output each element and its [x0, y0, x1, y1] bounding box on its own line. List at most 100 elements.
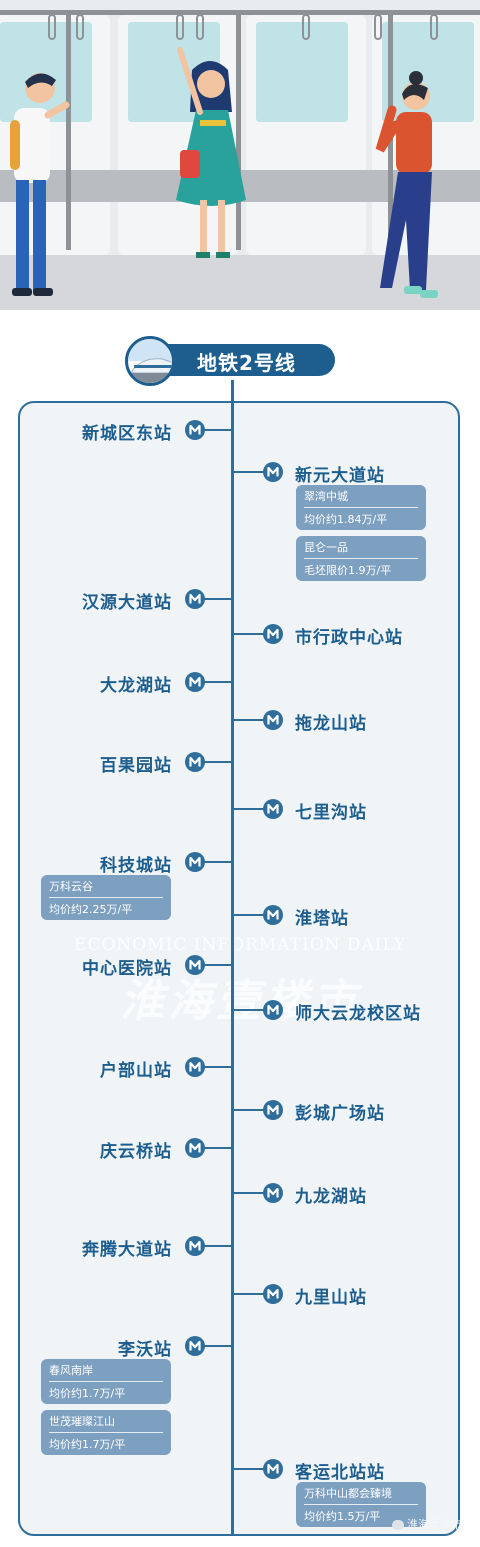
grab-pole — [66, 10, 71, 250]
station-connector — [232, 471, 272, 473]
metro-m-icon — [263, 1459, 283, 1479]
property-card: 翠湾中城均价约1.84万/平 — [296, 485, 426, 530]
station-connector — [232, 1468, 272, 1470]
station-connector — [196, 1345, 232, 1347]
watermark-chinese: 淮海壹楼市 — [120, 976, 360, 1027]
station-name: 淮塔站 — [295, 909, 349, 929]
station-name: 师大云龙校区站 — [295, 1004, 421, 1024]
station-name: 新城区东站 — [82, 424, 172, 444]
metro-m-icon — [185, 420, 205, 440]
metro-m-icon — [185, 955, 205, 975]
station-connector — [196, 861, 232, 863]
metro-m-icon — [263, 1000, 283, 1020]
metro-m-icon — [185, 852, 205, 872]
station-connector — [196, 1245, 232, 1247]
property-name: 昆仑一品 — [304, 539, 418, 559]
station-name: 彭城广场站 — [295, 1104, 385, 1124]
station-name: 庆云桥站 — [100, 1142, 172, 1162]
station-connector — [196, 429, 232, 431]
property-card: 万科云谷均价约2.25万/平 — [41, 875, 171, 920]
passenger-woman-dress — [176, 47, 246, 258]
wechat-icon — [392, 1520, 404, 1530]
station-connector — [232, 633, 272, 635]
metro-m-icon — [185, 1336, 205, 1356]
hand-strap — [196, 14, 204, 40]
station-name: 大龙湖站 — [100, 676, 172, 696]
property-card: 世茂璀璨江山均价约1.7万/平 — [41, 1410, 171, 1455]
passenger-man — [10, 73, 70, 296]
station-connector — [232, 1009, 272, 1011]
line-header: 地铁2号线 — [125, 336, 335, 386]
station-name: 科技城站 — [100, 856, 172, 876]
property-price: 均价约1.5万/平 — [304, 1510, 381, 1523]
station-connector — [196, 1147, 232, 1149]
property-price: 均价约1.7万/平 — [49, 1438, 126, 1451]
train-window — [382, 22, 474, 122]
route-map-frame — [18, 401, 460, 1536]
property-name: 万科中山都会臻境 — [304, 1485, 418, 1505]
station-connector — [196, 1066, 232, 1068]
wechat-account-name: 淮海壹楼市 — [407, 1518, 462, 1531]
station-connector — [232, 914, 272, 916]
hand-strap — [430, 14, 438, 40]
station-connector — [232, 1293, 272, 1295]
metro-m-icon — [185, 752, 205, 772]
grab-pole — [236, 10, 241, 250]
station-name: 拖龙山站 — [295, 714, 367, 734]
passenger-woman-jeans — [375, 71, 438, 298]
metro-m-icon — [263, 462, 283, 482]
station-connector — [232, 719, 272, 721]
property-name: 春风南岸 — [49, 1362, 163, 1382]
metro-m-icon — [263, 624, 283, 644]
station-name: 七里沟站 — [295, 803, 367, 823]
station-connector — [196, 761, 232, 763]
property-card: 春风南岸均价约1.7万/平 — [41, 1359, 171, 1404]
metro-m-icon — [185, 1138, 205, 1158]
station-connector — [196, 964, 232, 966]
metro-m-icon — [263, 710, 283, 730]
station-connector — [196, 598, 232, 600]
station-name: 户部山站 — [100, 1061, 172, 1081]
metro-m-icon — [185, 672, 205, 692]
property-card: 昆仑一品毛坯限价1.9万/平 — [296, 536, 426, 581]
station-name: 百果园站 — [100, 756, 172, 776]
station-name: 市行政中心站 — [295, 628, 403, 648]
station-connector — [232, 1192, 272, 1194]
passengers-illustration — [10, 47, 438, 298]
metro-m-icon — [263, 1183, 283, 1203]
station-name: 奔腾大道站 — [82, 1240, 172, 1260]
property-price: 毛坯限价1.9万/平 — [304, 564, 392, 577]
hand-strap — [176, 14, 184, 40]
property-card: 万科中山都会臻境均价约1.5万/平 — [296, 1482, 426, 1527]
watermark-english: ECONOMIC INFORMATION DAILY — [74, 935, 406, 955]
metro-m-icon — [185, 589, 205, 609]
metro-m-icon — [263, 1284, 283, 1304]
property-name: 万科云谷 — [49, 878, 163, 898]
station-name: 中心医院站 — [82, 959, 172, 979]
station-name: 客运北站站 — [295, 1463, 385, 1483]
metro-m-icon — [263, 799, 283, 819]
station-name: 九龙湖站 — [295, 1187, 367, 1207]
metro-m-icon — [185, 1236, 205, 1256]
metro-m-icon — [263, 1100, 283, 1120]
station-connector — [196, 681, 232, 683]
hand-strap — [302, 14, 310, 40]
hand-strap — [374, 14, 382, 40]
wechat-watermark: 淮海壹楼市 — [392, 1516, 462, 1532]
hand-strap — [76, 14, 84, 40]
train-badge-icon — [125, 336, 175, 386]
station-name: 李沃站 — [118, 1340, 172, 1360]
station-connector — [232, 808, 272, 810]
station-name: 九里山站 — [295, 1288, 367, 1308]
property-price: 均价约1.7万/平 — [49, 1387, 126, 1400]
station-name: 新元大道站 — [295, 466, 385, 486]
metro-m-icon — [185, 1057, 205, 1077]
metro-line-trunk — [231, 380, 234, 1535]
line-title: 地铁2号线 — [197, 351, 296, 375]
property-name: 翠湾中城 — [304, 488, 418, 508]
property-name: 世茂璀璨江山 — [49, 1413, 163, 1433]
property-price: 均价约2.25万/平 — [49, 903, 133, 916]
metro-m-icon — [263, 905, 283, 925]
train-floor — [0, 255, 480, 310]
line-title-pill — [147, 344, 335, 376]
